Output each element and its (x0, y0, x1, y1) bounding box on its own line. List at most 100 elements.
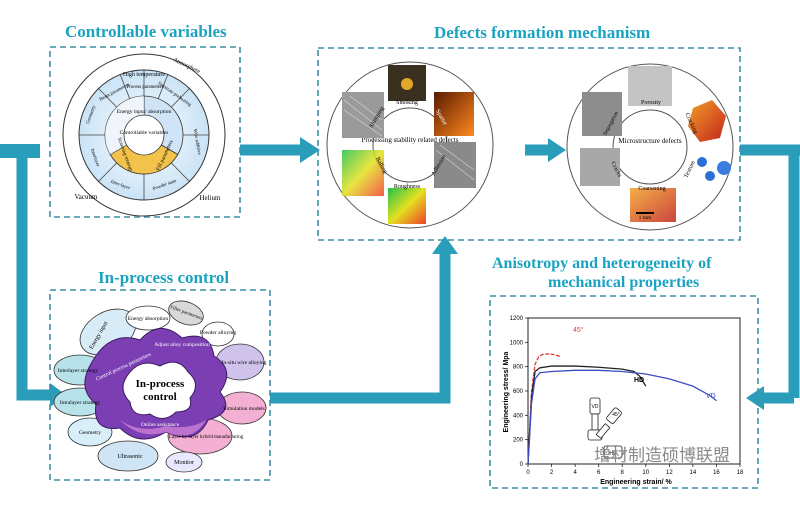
x-axis-label: Engineering strain/ % (600, 479, 672, 486)
inprocess-flower: In-process control Energy input Energy a… (53, 300, 267, 473)
watermark: 增材制造硕博联盟 (594, 446, 730, 466)
img-texture-a (697, 157, 707, 167)
img-roughness (388, 188, 426, 224)
label-process-parameters: Process parameters (127, 85, 164, 90)
label-in-situ-wire: In-situ wire alloying (222, 360, 267, 366)
label-smoking: Smoking (396, 100, 418, 106)
label-helium: Helium (200, 194, 222, 202)
sample-label-hd: HD (609, 451, 617, 457)
label-porosity: Porosity (641, 100, 661, 106)
defects-inner-arrow-head (548, 138, 566, 162)
img-texture-c (717, 161, 731, 175)
series-label-hd: HD (634, 377, 644, 384)
scale-bar-label: 1 mm (639, 215, 652, 221)
img-porosity (628, 66, 672, 106)
x-tick-label: 14 (690, 470, 697, 476)
img-spatter (434, 92, 474, 136)
series-line-vd (527, 369, 717, 465)
anisotropy-frame (489, 295, 759, 489)
inprocess-frame (49, 289, 271, 481)
img-cracking (688, 100, 726, 142)
left-connector-stub (0, 144, 40, 158)
sample-label-vd: VD (592, 404, 599, 410)
label-ultrasonic: Ultrasonic (118, 454, 143, 460)
left-center-label: Processing stability related defects (362, 136, 459, 144)
title-anisotropy-line1: Anisotropy and heterogeneity of (492, 255, 712, 272)
right-arrow-head (746, 386, 764, 410)
flow-arrows (0, 137, 800, 410)
x-tick-label: 12 (666, 470, 673, 476)
controllable-wheel: High temperature Atmosphere Vacuum Heliu… (62, 53, 226, 217)
center-label-line1: In-process (136, 378, 185, 390)
sample-hd (603, 445, 623, 459)
left-connector-arrow (0, 145, 50, 401)
title-inprocess: In-process control (98, 268, 230, 287)
bottom-connector-arrow (270, 252, 451, 404)
x-tick-label: 8 (621, 470, 625, 476)
x-tick-label: 10 (642, 470, 649, 476)
img-coarsening (630, 188, 676, 222)
y-tick-label: 400 (513, 413, 524, 419)
label-simulation: Simulation models (223, 406, 264, 412)
series-label-45: 45° (573, 326, 584, 334)
x-tick-label: 2 (550, 470, 554, 476)
y-tick-label: 1000 (510, 340, 524, 346)
label-layer-by-layer: Layer-by-layer hybrid manufacturing (169, 435, 244, 440)
plot-area (527, 317, 741, 465)
y-axis-label: Engineering stress/ Mpa (503, 351, 510, 432)
label-roughness: Roughness (394, 184, 421, 190)
label-vacuum: Vacuum (75, 193, 98, 201)
img-segregation (582, 92, 622, 136)
y-tick-label: 1200 (510, 316, 524, 322)
top-left-arrow-head (300, 137, 320, 163)
label-interlayer-petal: Interlayer strategy (58, 368, 98, 374)
img-cracks (580, 148, 620, 186)
label-powder-alloying-petal: Powder alloying (200, 330, 236, 336)
label-geometry-petal: Geometry (79, 430, 101, 436)
label-geometry: Geometry (86, 104, 97, 124)
center-label-line2: control (143, 391, 176, 403)
petal-energy-absorption (125, 305, 171, 331)
label-inter-layer: Inter-layer (110, 180, 131, 192)
x-tick-label: 16 (713, 470, 720, 476)
series-label-vd: VD (706, 393, 716, 400)
y-tick-label: 600 (513, 389, 524, 395)
series-lines (527, 353, 717, 465)
img-texture-b (705, 171, 715, 181)
label-intralayer-petal: Intralayer strategy (60, 400, 100, 406)
right-inner-circle (612, 109, 688, 185)
x-tick-label: 0 (526, 470, 530, 476)
label-adjust-alloy: Adjust alloy composition (154, 342, 210, 348)
title-defects: Defects formation mechanism (434, 23, 651, 42)
label-hub: Controllable variables (120, 130, 169, 136)
img-balling (342, 150, 384, 196)
sample-45 (606, 407, 622, 424)
right-center-label: Microstructure defects (618, 137, 681, 145)
wheel-hub (123, 114, 165, 156)
y-tick-label: 0 (520, 462, 524, 468)
label-energy-input: Energy input/ absorption (117, 109, 172, 115)
label-monitor: Monitor (174, 460, 194, 466)
petal-ultrasonic (97, 440, 159, 472)
label-high-temperature: High temperature (123, 72, 165, 78)
label-online-assistance: Online assistance (141, 422, 180, 428)
x-tick-label: 18 (737, 470, 744, 476)
title-controllable: Controllable variables (65, 22, 227, 41)
x-tick-label: 6 (597, 470, 601, 476)
petal-filler (168, 300, 204, 326)
y-tick-label: 200 (513, 438, 524, 444)
defects-right-circle: Microstructure defects 1 mm Porosity Cra… (566, 63, 734, 231)
series-line-45deg (527, 353, 562, 465)
x-tick-label: 4 (573, 470, 577, 476)
defects-left-circle: Processing stability related defects Smo… (326, 61, 494, 229)
petal-monitor (165, 451, 203, 473)
bottom-arrow-head (432, 236, 458, 254)
controllable-frame (49, 46, 241, 218)
label-interlayer: Interlayer (89, 148, 100, 168)
defects-frame (317, 47, 741, 241)
title-anisotropy-line2: mechanical properties (548, 274, 700, 291)
label-energy-absorption-petal: Energy absorption (128, 316, 169, 322)
